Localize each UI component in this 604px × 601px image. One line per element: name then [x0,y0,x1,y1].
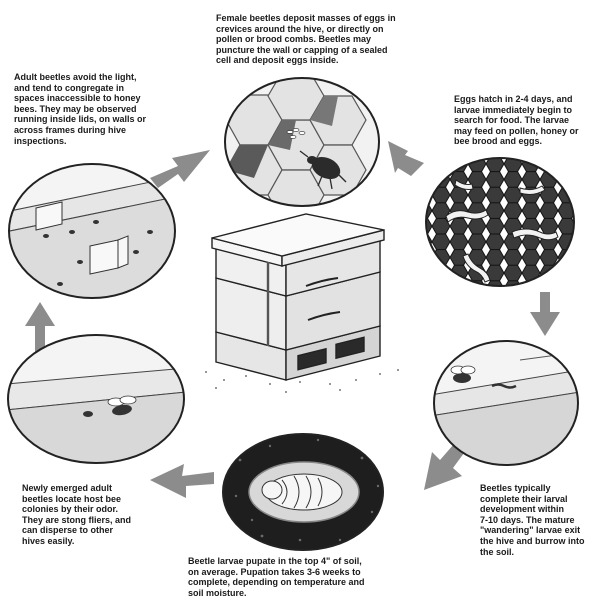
caption-line: "wandering" larvae exit [480,525,585,536]
arrow-bottom-to-lower-left [150,464,214,498]
caption-line: cell and deposit eggs inside. [216,55,396,66]
arrow-right-to-lower-right [530,292,560,336]
caption-line: beetles locate host bee [22,494,131,505]
caption-line: Beetles typically [480,483,585,494]
caption-line: Beetle larvae pupate in the top 4" of so… [188,556,365,567]
caption-line: the soil. [480,547,585,558]
caption-line: bee brood and eggs. [454,136,579,147]
caption-line: Eggs hatch in 2-4 days, and [454,94,579,105]
caption-line: Female beetles deposit masses of eggs in [216,13,396,24]
caption-line: development within [480,504,585,515]
caption-eggs-hatch: Eggs hatch in 2-4 days, and larvae immed… [454,94,579,147]
vignette-larvae-feeding [420,150,580,290]
caption-line: bees. They may be observed [14,104,146,115]
vignette-adult-dispersal [6,335,186,470]
caption-line: Newly emerged adult [22,483,131,494]
caption-line: colonies by their odor. [22,504,131,515]
caption-line: pollen or brood combs. Beetles may [216,34,396,45]
vignette-egg-laying [220,72,390,220]
caption-line: on average. Pupation takes 3-6 weeks to [188,567,365,578]
caption-line: can disperse to other [22,525,131,536]
caption-new-adults: Newly emerged adult beetles locate host … [22,483,131,547]
caption-line: complete their larval [480,494,585,505]
caption-line: hives easily. [22,536,131,547]
caption-larval-development: Beetles typically complete their larval … [480,483,585,557]
caption-pupation: Beetle larvae pupate in the top 4" of so… [188,556,365,598]
caption-line: Adult beetles avoid the light, [14,72,146,83]
caption-line: spaces inaccessible to honey [14,93,146,104]
caption-line: They are stong fliers, and [22,515,131,526]
beehive-illustration [205,214,399,393]
caption-line: may feed on pollen, honey or [454,126,579,137]
caption-line: puncture the wall or capping of a sealed [216,45,396,56]
caption-line: soil moisture. [188,588,365,599]
caption-egg-laying: Female beetles deposit masses of eggs in… [216,13,396,66]
vignette-pupation [220,430,390,555]
caption-line: crevices around the hive, or directly on [216,24,396,35]
caption-line: 7-10 days. The mature [480,515,585,526]
caption-line: and tend to congregate in [14,83,146,94]
caption-line: across frames during hive [14,125,146,136]
arrow-left-to-top [150,150,210,188]
caption-line: running inside lids, on walls or [14,114,146,125]
caption-line: larvae immediately begin to [454,105,579,116]
arrow-lower-right-to-bottom [424,444,464,490]
caption-line: the hive and burrow into [480,536,585,547]
small-beetle-icon [83,411,93,417]
caption-line: search for food. The larvae [454,115,579,126]
caption-line: inspections. [14,136,146,147]
caption-adults-hiding: Adult beetles avoid the light, and tend … [14,72,146,146]
caption-line: complete, depending on temperature and [188,577,365,588]
arrow-top-to-right [388,141,424,176]
